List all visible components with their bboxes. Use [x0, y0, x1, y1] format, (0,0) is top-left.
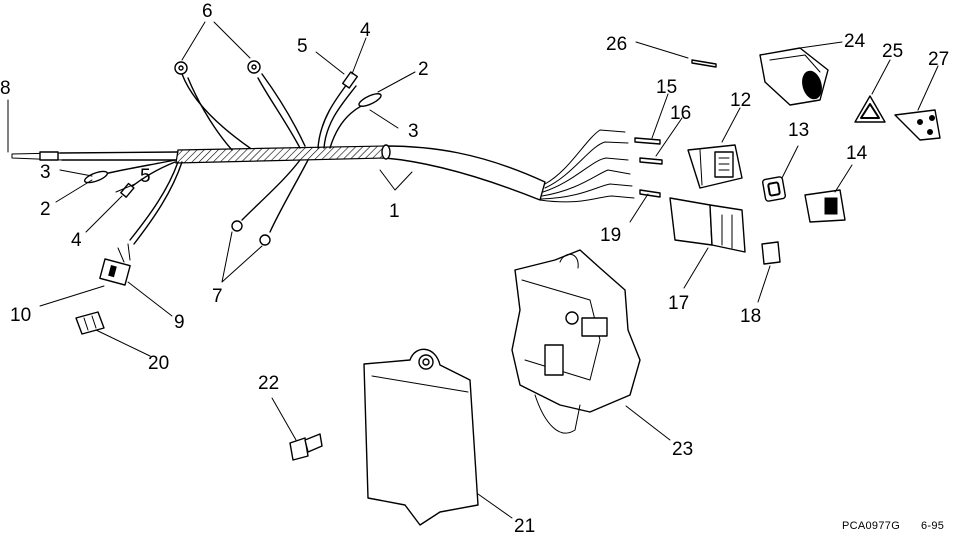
- callout-27: 27: [928, 49, 949, 70]
- callout-17: 17: [668, 293, 689, 314]
- callout-23: 23: [672, 439, 693, 460]
- wedge-18: [761, 241, 781, 265]
- callout-5: 5: [297, 36, 308, 57]
- callout-16: 16: [670, 103, 691, 124]
- callout-4: 4: [360, 20, 371, 41]
- callout-12: 12: [730, 90, 751, 111]
- drawing-footer: PCA0977G 6-95: [842, 520, 944, 532]
- callout-8: 8: [0, 78, 11, 99]
- callout-21: 21: [514, 516, 535, 536]
- callout-3: 3: [408, 121, 419, 142]
- callout-24: 24: [844, 31, 866, 52]
- callout-10: 10: [10, 305, 31, 326]
- callout-22: 22: [258, 373, 279, 394]
- callout-2-lower: 2: [40, 199, 51, 220]
- pin-26: [691, 59, 717, 68]
- terminal-19: [639, 189, 661, 198]
- callout-25: 25: [882, 41, 903, 62]
- callout-19: 19: [600, 225, 621, 246]
- callout-3-lower: 3: [40, 162, 51, 183]
- callout-15: 15: [656, 77, 677, 98]
- fuse-20: [75, 311, 105, 335]
- drawing-date: 6-95: [921, 520, 944, 532]
- seal-25: [854, 95, 886, 123]
- callout-2: 2: [418, 59, 429, 80]
- terminal-16: [639, 157, 663, 165]
- callout-13: 13: [788, 120, 809, 141]
- callout-6: 6: [202, 1, 213, 22]
- callout-18: 18: [740, 306, 761, 327]
- wiring-harness: [11, 60, 635, 286]
- callout-20: 20: [148, 353, 169, 374]
- connector-17: [669, 197, 746, 253]
- bolt-22: [289, 433, 323, 461]
- callout-7: 7: [212, 286, 223, 307]
- module-bracket-23: [511, 249, 641, 434]
- callout-14: 14: [846, 143, 868, 164]
- connector-12: [687, 144, 743, 189]
- module-cover-21: [363, 348, 479, 526]
- wedge-lock-27: [894, 109, 941, 141]
- terminal-15: [634, 137, 661, 145]
- callout-26: 26: [606, 34, 627, 55]
- seal-13: [762, 176, 786, 202]
- callout-9: 9: [174, 312, 185, 333]
- callout-5-lower: 5: [140, 166, 151, 187]
- receptacle-14: [804, 189, 846, 223]
- connector-housing-24: [759, 47, 829, 106]
- drawing-code: PCA0977G: [842, 520, 900, 532]
- fuse-holder: [99, 243, 131, 286]
- callout-4-lower: 4: [71, 230, 82, 251]
- callout-1: 1: [389, 201, 400, 222]
- leader-lines: [7, 21, 939, 519]
